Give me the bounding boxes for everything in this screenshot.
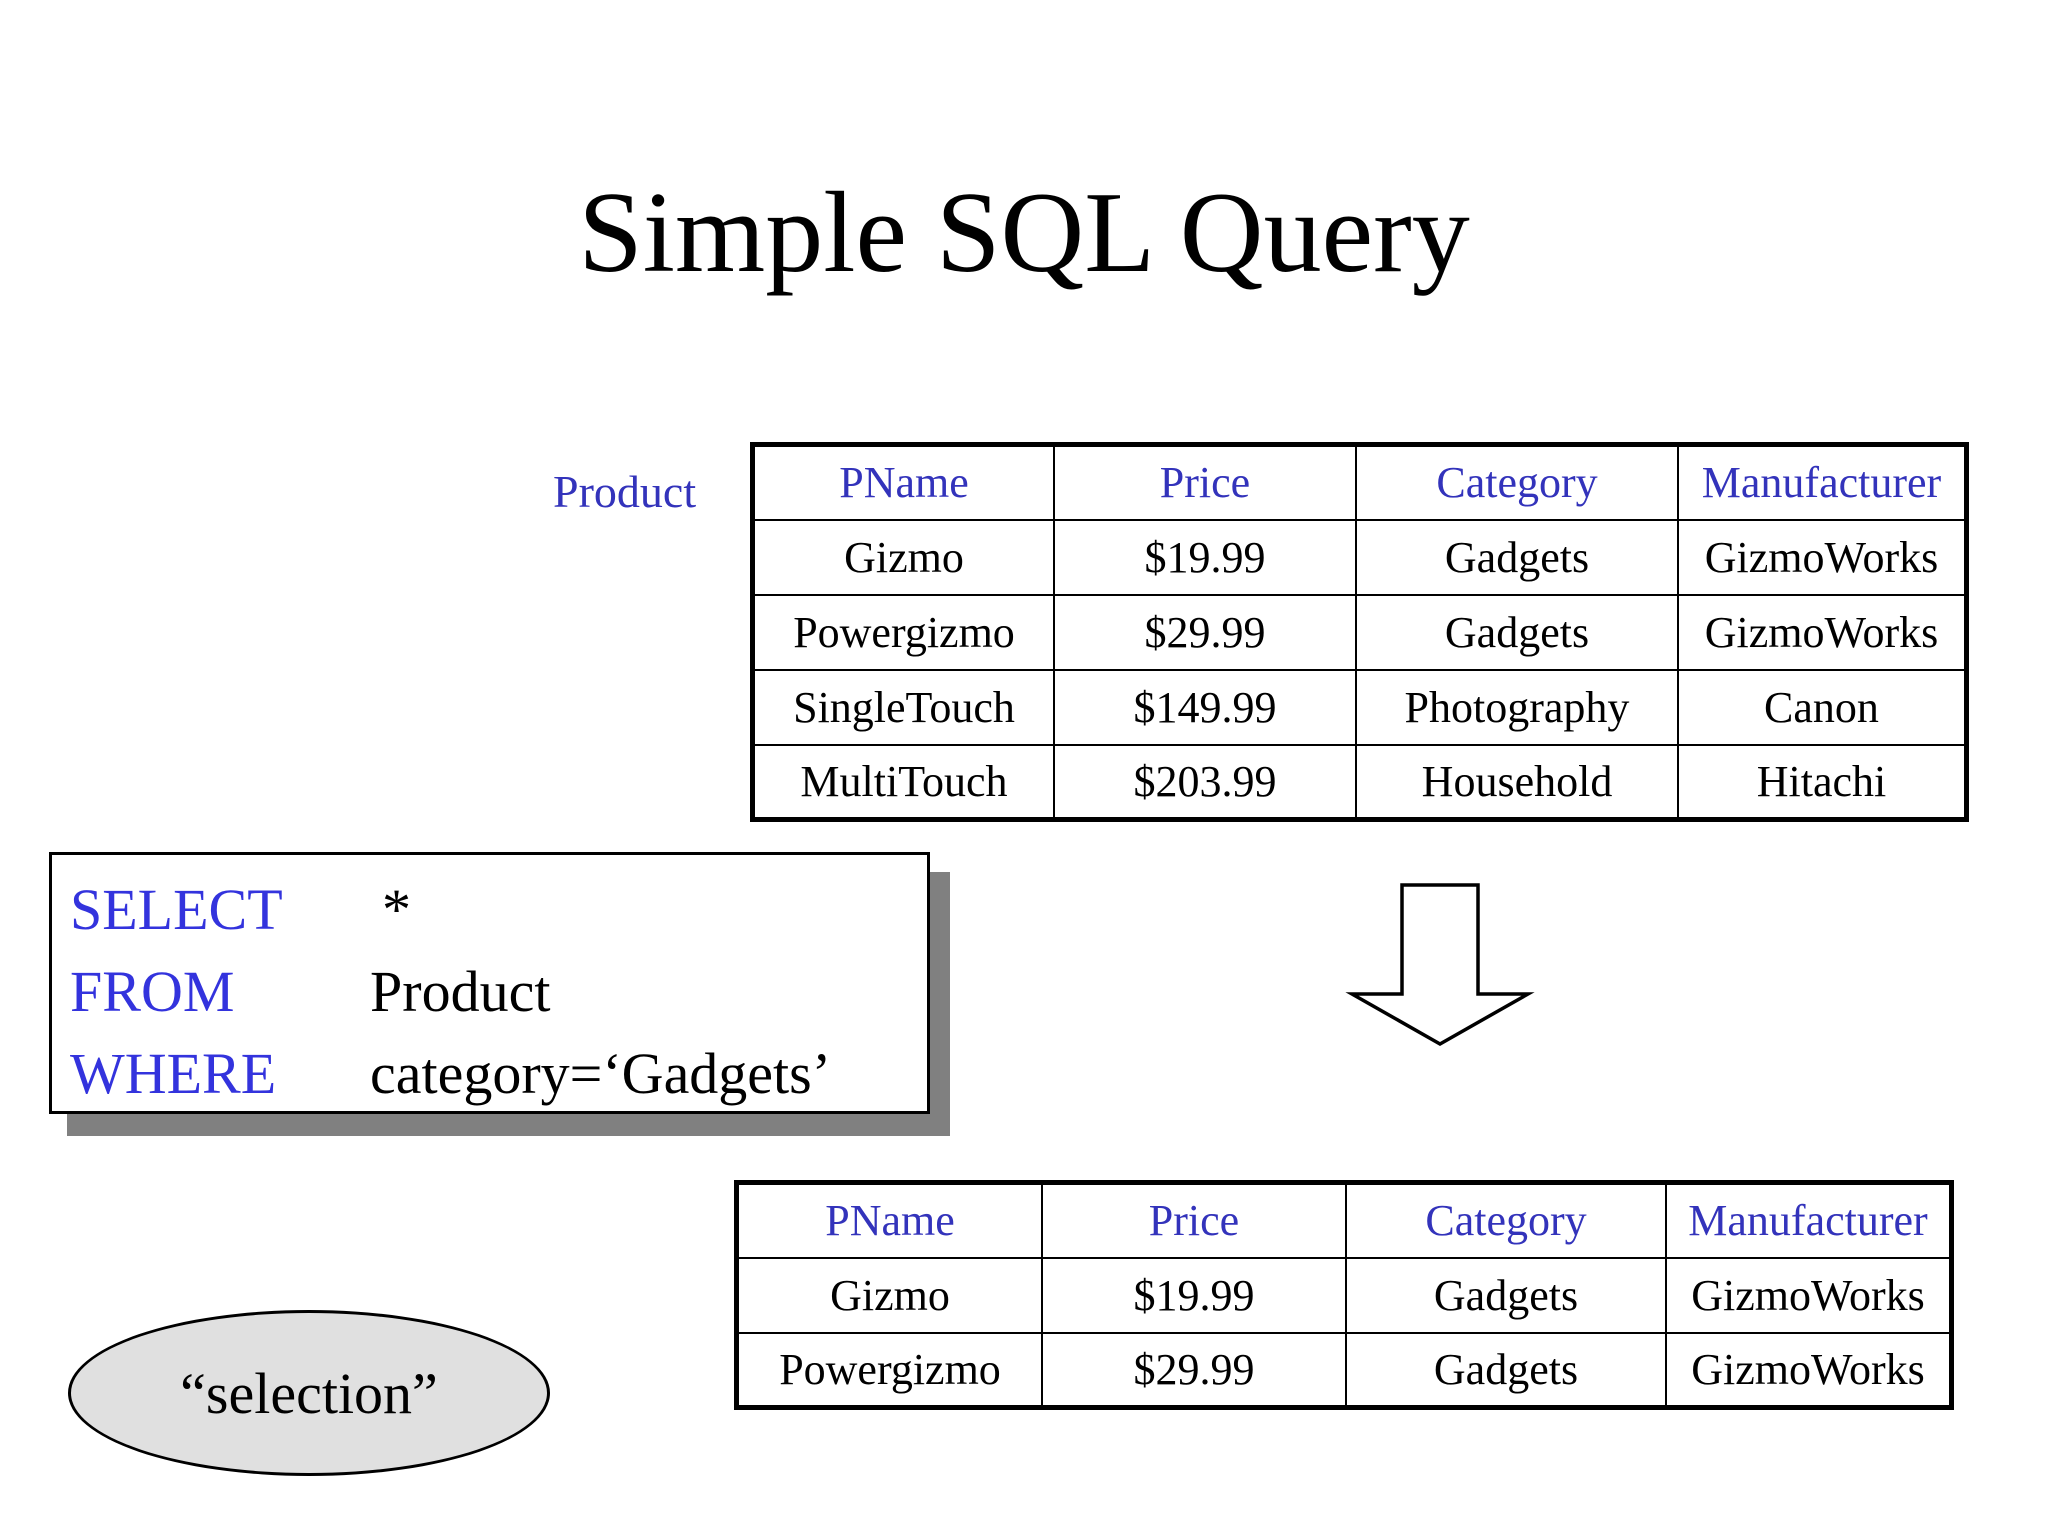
cell-category: Gadgets bbox=[1355, 593, 1679, 671]
arrow-down-icon bbox=[1345, 883, 1535, 1047]
sql-value-from: Product bbox=[370, 959, 551, 1024]
sql-line-from: FROM Product bbox=[70, 951, 927, 1033]
cell-price: $203.99 bbox=[1053, 743, 1357, 821]
column-header-manufacturer: Manufacturer bbox=[1665, 1181, 1953, 1259]
table-row: Powergizmo $29.99 Gadgets GizmoWorks bbox=[751, 593, 1968, 671]
cell-pname: Powergizmo bbox=[735, 1331, 1043, 1409]
column-header-price: Price bbox=[1041, 1181, 1347, 1259]
cell-manufacturer: GizmoWorks bbox=[1677, 518, 1968, 596]
column-header-price: Price bbox=[1053, 443, 1357, 521]
cell-price: $19.99 bbox=[1053, 518, 1357, 596]
sql-value-select: * bbox=[382, 877, 411, 942]
sql-keyword-where: WHERE bbox=[70, 1041, 277, 1106]
cell-manufacturer: GizmoWorks bbox=[1665, 1256, 1953, 1334]
cell-category: Photography bbox=[1355, 668, 1679, 746]
cell-manufacturer: Canon bbox=[1677, 668, 1968, 746]
cell-pname: Gizmo bbox=[735, 1256, 1043, 1334]
cell-pname: Gizmo bbox=[751, 518, 1055, 596]
cell-price: $19.99 bbox=[1041, 1256, 1347, 1334]
cell-pname: Powergizmo bbox=[751, 593, 1055, 671]
cell-manufacturer: GizmoWorks bbox=[1677, 593, 1968, 671]
result-table: PName Price Category Manufacturer Gizmo … bbox=[734, 1180, 1954, 1410]
column-header-category: Category bbox=[1355, 443, 1679, 521]
selection-annotation-label: “selection” bbox=[180, 1360, 438, 1426]
sql-value-where: category=‘Gadgets’ bbox=[370, 1041, 832, 1106]
sql-query-box: SELECT * FROM Product WHERE category=‘Ga… bbox=[49, 852, 930, 1114]
table-header-row: PName Price Category Manufacturer bbox=[735, 1181, 1953, 1259]
sql-keyword-from: FROM bbox=[70, 959, 235, 1024]
table-row: MultiTouch $203.99 Household Hitachi bbox=[751, 743, 1968, 821]
page-title: Simple SQL Query bbox=[578, 169, 1470, 297]
cell-category: Household bbox=[1355, 743, 1679, 821]
column-header-pname: PName bbox=[751, 443, 1055, 521]
sql-keyword-select: SELECT bbox=[70, 877, 283, 942]
cell-category: Gadgets bbox=[1345, 1256, 1667, 1334]
cell-category: Gadgets bbox=[1345, 1331, 1667, 1409]
column-header-category: Category bbox=[1345, 1181, 1667, 1259]
selection-annotation-ellipse: “selection” bbox=[68, 1310, 550, 1476]
relation-label-product: Product bbox=[553, 466, 697, 517]
cell-manufacturer: GizmoWorks bbox=[1665, 1331, 1953, 1409]
column-header-pname: PName bbox=[735, 1181, 1043, 1259]
cell-manufacturer: Hitachi bbox=[1677, 743, 1968, 821]
cell-category: Gadgets bbox=[1355, 518, 1679, 596]
table-row: Gizmo $19.99 Gadgets GizmoWorks bbox=[735, 1256, 1953, 1334]
sql-line-where: WHERE category=‘Gadgets’ bbox=[70, 1033, 927, 1115]
table-header-row: PName Price Category Manufacturer bbox=[751, 443, 1968, 521]
cell-price: $29.99 bbox=[1053, 593, 1357, 671]
cell-pname: SingleTouch bbox=[751, 668, 1055, 746]
cell-price: $29.99 bbox=[1041, 1331, 1347, 1409]
sql-line-select: SELECT * bbox=[70, 869, 927, 951]
table-row: Gizmo $19.99 Gadgets GizmoWorks bbox=[751, 518, 1968, 596]
column-header-manufacturer: Manufacturer bbox=[1677, 443, 1968, 521]
cell-price: $149.99 bbox=[1053, 668, 1357, 746]
table-row: Powergizmo $29.99 Gadgets GizmoWorks bbox=[735, 1331, 1953, 1409]
product-table: PName Price Category Manufacturer Gizmo … bbox=[750, 442, 1969, 822]
table-row: SingleTouch $149.99 Photography Canon bbox=[751, 668, 1968, 746]
cell-pname: MultiTouch bbox=[751, 743, 1055, 821]
